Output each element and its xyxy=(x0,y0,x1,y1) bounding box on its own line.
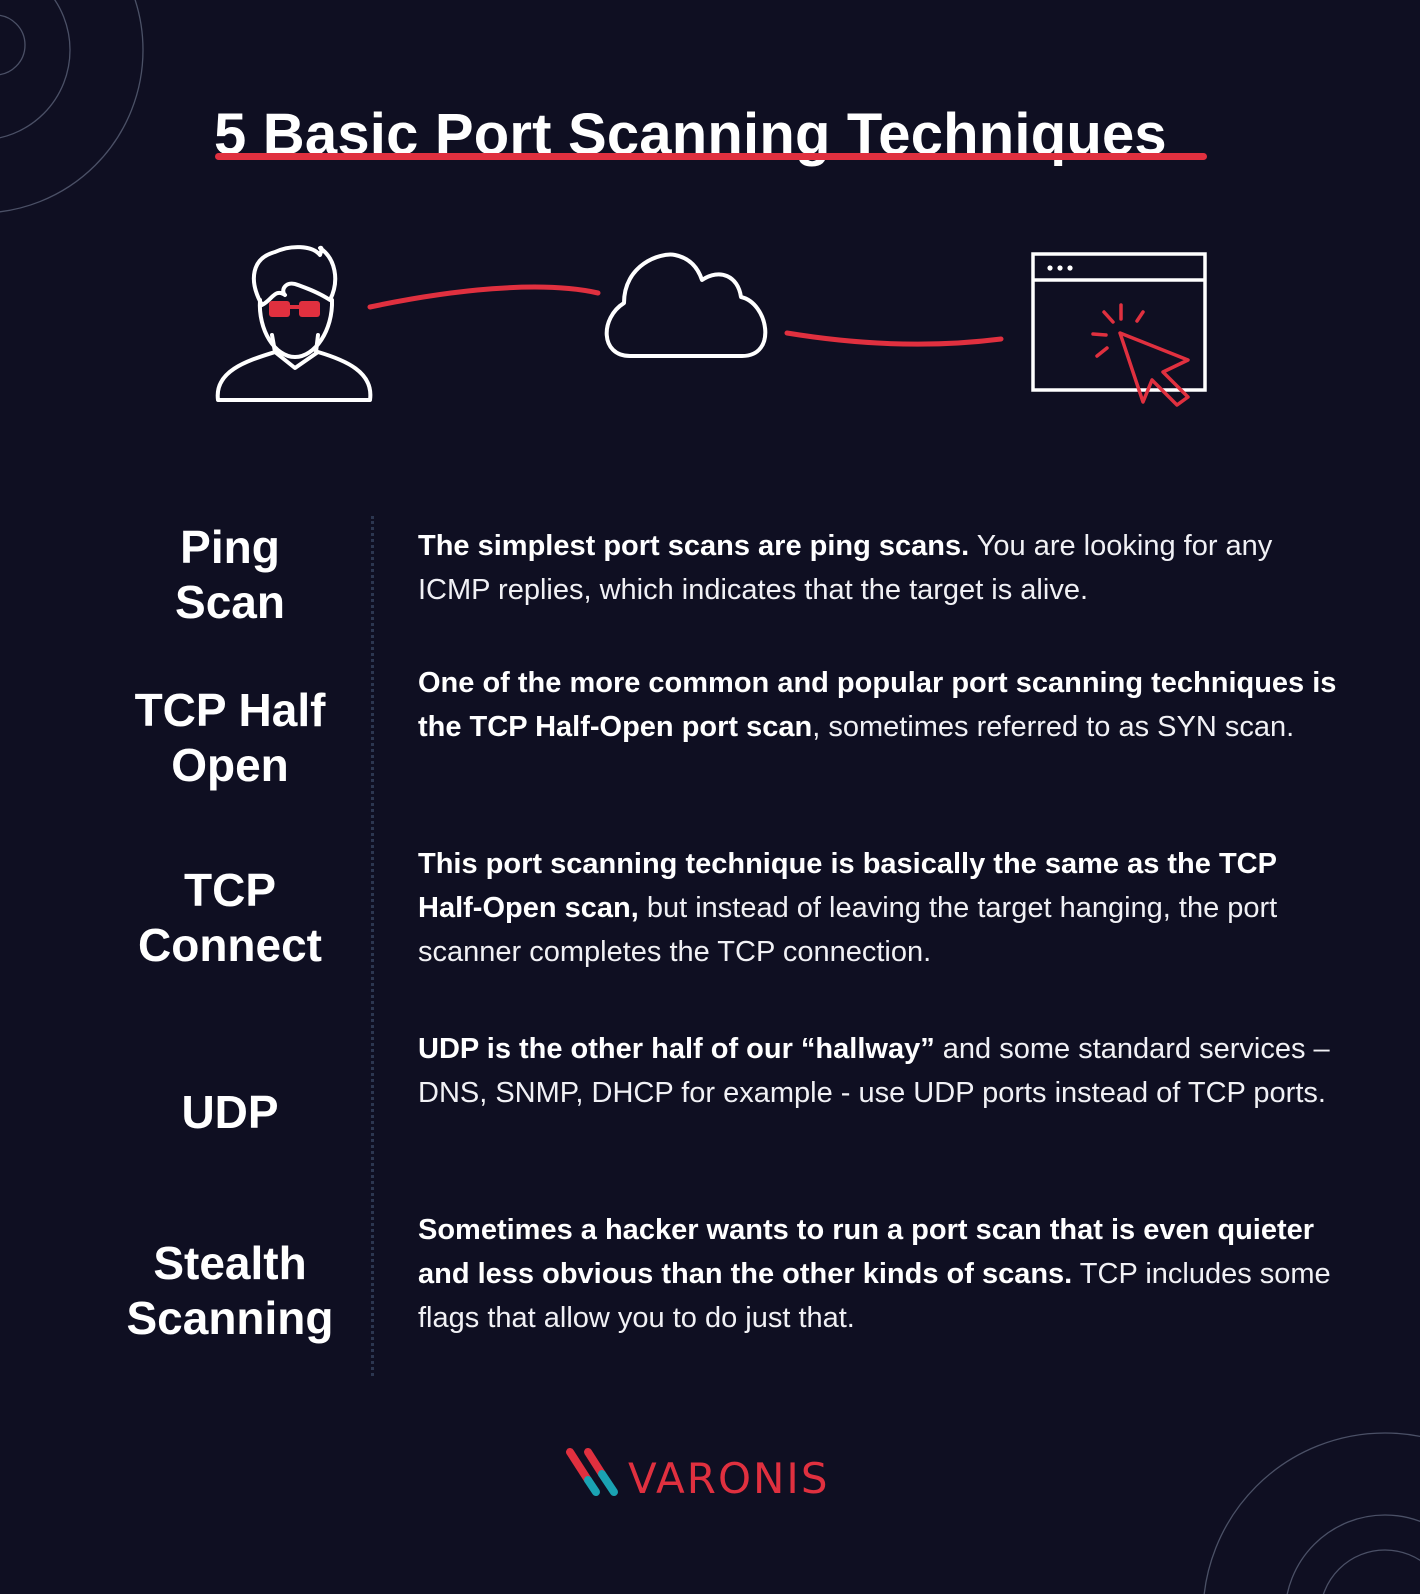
technique-title-line1: TCP Half xyxy=(134,684,326,736)
technique-title: UDP xyxy=(100,1085,360,1140)
technique-title: TCP Connect xyxy=(100,863,360,973)
technique-title-line1: Ping xyxy=(180,521,280,573)
technique-description: This port scanning technique is basicall… xyxy=(418,842,1338,974)
technique-title-line2: Open xyxy=(171,739,289,791)
technique-title-line2: Scanning xyxy=(126,1292,334,1344)
technique-title: Ping Scan xyxy=(100,520,360,630)
cloud-icon xyxy=(604,252,768,358)
description-text: but instead of leaving the target hangin… xyxy=(418,892,1278,968)
technique-title-line2: Scan xyxy=(175,576,285,628)
technique-description: UDP is the other half of our “hallway” a… xyxy=(418,1027,1338,1115)
technique-description: One of the more common and popular port … xyxy=(418,661,1338,749)
technique-title: TCP Half Open xyxy=(100,683,360,793)
connection-line-2 xyxy=(784,330,1004,347)
technique-description: Sometimes a hacker wants to run a port s… xyxy=(418,1208,1338,1340)
title-underline xyxy=(215,153,1207,160)
varonis-mark-icon: VARONIS xyxy=(566,1448,829,1503)
description-bold: The simplest port scans are ping scans. xyxy=(418,530,970,562)
technique-title: Stealth Scanning xyxy=(100,1236,360,1346)
brand-wordmark: VARONIS xyxy=(628,1454,829,1502)
technique-title-line1: Stealth xyxy=(153,1237,307,1289)
column-divider xyxy=(371,516,374,1376)
description-text: TCP includes some flags that allow you t… xyxy=(418,1258,1331,1334)
technique-title-line1: UDP xyxy=(181,1086,279,1138)
description-text: and some standard services – DNS, SNMP, … xyxy=(418,1033,1330,1109)
description-text: , sometimes referred to as SYN scan. xyxy=(812,711,1295,743)
connection-line-1 xyxy=(367,284,601,310)
description-text: You are looking for any ICMP replies, wh… xyxy=(418,530,1273,606)
description-bold: Sometimes a hacker wants to run a port s… xyxy=(418,1214,1315,1290)
sunglasses-icon xyxy=(269,301,320,317)
description-bold: One of the more common and popular port … xyxy=(418,667,1337,743)
hacker-icon xyxy=(215,245,373,402)
description-bold: UDP is the other half of our “hallway” xyxy=(418,1033,935,1065)
varonis-logo: VARONIS xyxy=(566,1446,866,1503)
technique-description: The simplest port scans are ping scans. … xyxy=(418,524,1338,612)
technique-title-line1: TCP xyxy=(184,864,276,916)
scan-flow-illustration xyxy=(215,245,1207,407)
description-bold: This port scanning technique is basicall… xyxy=(418,848,1277,924)
technique-title-line2: Connect xyxy=(138,919,322,971)
browser-click-icon xyxy=(1031,252,1207,407)
